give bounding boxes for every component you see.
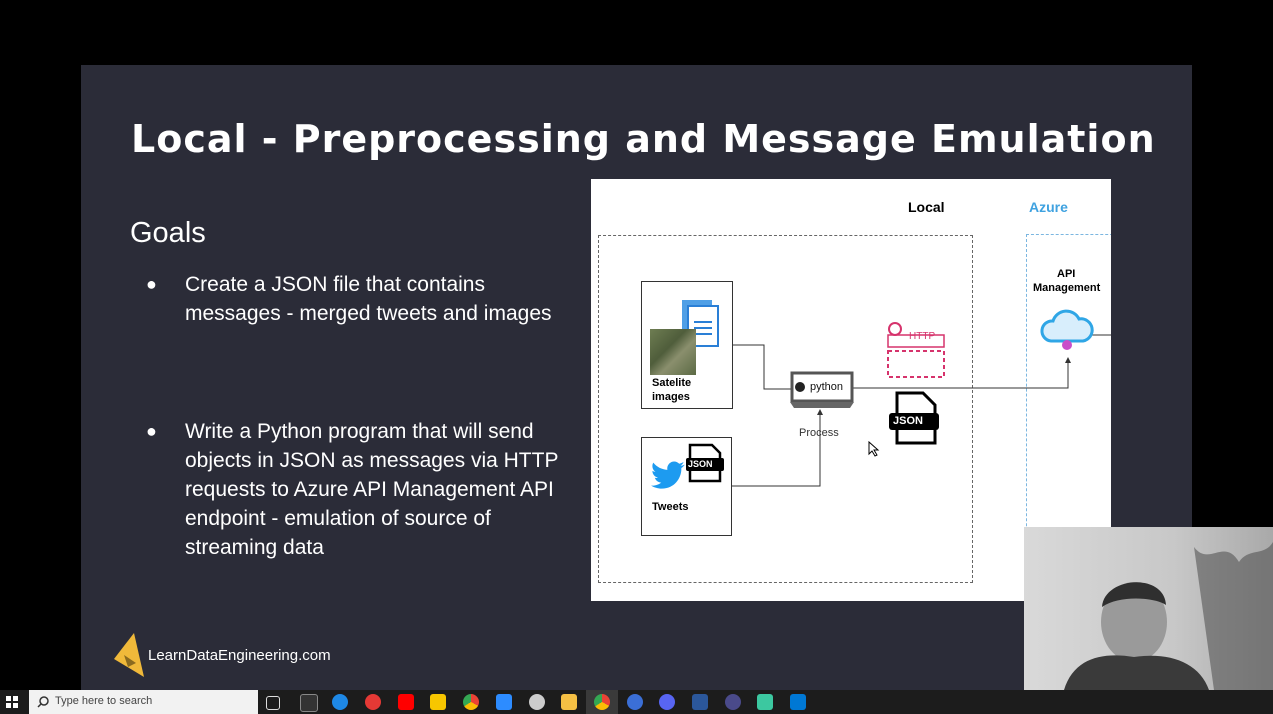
zoom-icon[interactable] xyxy=(496,694,512,710)
windows-taskbar: Type here to search xyxy=(0,690,1273,714)
satellite-thumbnail xyxy=(650,329,696,375)
task-view-icon[interactable] xyxy=(266,696,280,710)
arc-icon[interactable] xyxy=(627,694,643,710)
app-icon[interactable] xyxy=(529,694,545,710)
local-boundary xyxy=(598,235,973,583)
search-placeholder: Type here to search xyxy=(55,695,153,707)
slide-title: Local - Preprocessing and Message Emulat… xyxy=(131,117,1156,161)
tweets-label: Tweets xyxy=(652,501,689,513)
file-explorer-icon[interactable] xyxy=(561,694,577,710)
json-label: JSON xyxy=(893,415,923,427)
api-label-line2: Management xyxy=(1033,282,1101,294)
json-message-icon xyxy=(889,391,939,445)
terminal-icon[interactable] xyxy=(300,694,318,712)
bullet-dot-icon: ● xyxy=(146,274,157,294)
twitter-icon xyxy=(651,461,685,489)
search-icon xyxy=(37,696,49,708)
miro-icon[interactable] xyxy=(430,694,446,710)
local-heading: Local xyxy=(908,199,945,215)
youtube-icon[interactable] xyxy=(398,694,414,710)
satellite-label-line1: Satelite xyxy=(652,377,692,389)
tweets-node: JSON Tweets xyxy=(641,437,732,536)
word-icon[interactable] xyxy=(692,694,708,710)
diagram-connectors xyxy=(730,334,1111,487)
goal-text: Create a JSON file that contains message… xyxy=(185,273,552,325)
vscode-icon[interactable] xyxy=(790,694,806,710)
bullet-dot-icon: ● xyxy=(146,421,157,441)
chrome-active-icon[interactable] xyxy=(594,694,610,710)
teams-icon[interactable] xyxy=(757,694,773,710)
json-file-icon xyxy=(686,443,724,483)
azure-heading: Azure xyxy=(1029,199,1068,215)
discord-icon[interactable] xyxy=(659,694,675,710)
satellite-label-line2: images xyxy=(652,391,690,403)
media-icon[interactable] xyxy=(365,694,381,710)
taskbar-search-box[interactable]: Type here to search xyxy=(29,690,258,714)
learndataengineering-logo-icon xyxy=(114,633,144,677)
http-icon xyxy=(887,322,945,378)
tweets-json-label: JSON xyxy=(688,459,713,469)
python-label: python xyxy=(810,381,844,393)
mouse-cursor-icon xyxy=(868,441,880,457)
goals-heading: Goals xyxy=(130,217,206,249)
api-label-line1: API xyxy=(1057,268,1076,280)
webcam-overlay xyxy=(1024,527,1273,690)
windows-start-icon[interactable] xyxy=(6,696,18,708)
http-label: HTTP xyxy=(909,331,936,342)
satellite-images-node: Satelite images xyxy=(641,281,733,409)
presenter-video-icon xyxy=(1064,542,1273,690)
process-label: Process xyxy=(799,427,839,439)
edge-icon[interactable] xyxy=(332,694,348,710)
chrome-icon[interactable] xyxy=(463,694,479,710)
laptop-icon xyxy=(790,371,854,408)
goal-text: Write a Python program that will send ob… xyxy=(185,420,559,559)
obs-icon[interactable] xyxy=(725,694,741,710)
site-label: LearnDataEngineering.com xyxy=(148,647,331,664)
api-management-cloud-icon xyxy=(1040,309,1094,350)
